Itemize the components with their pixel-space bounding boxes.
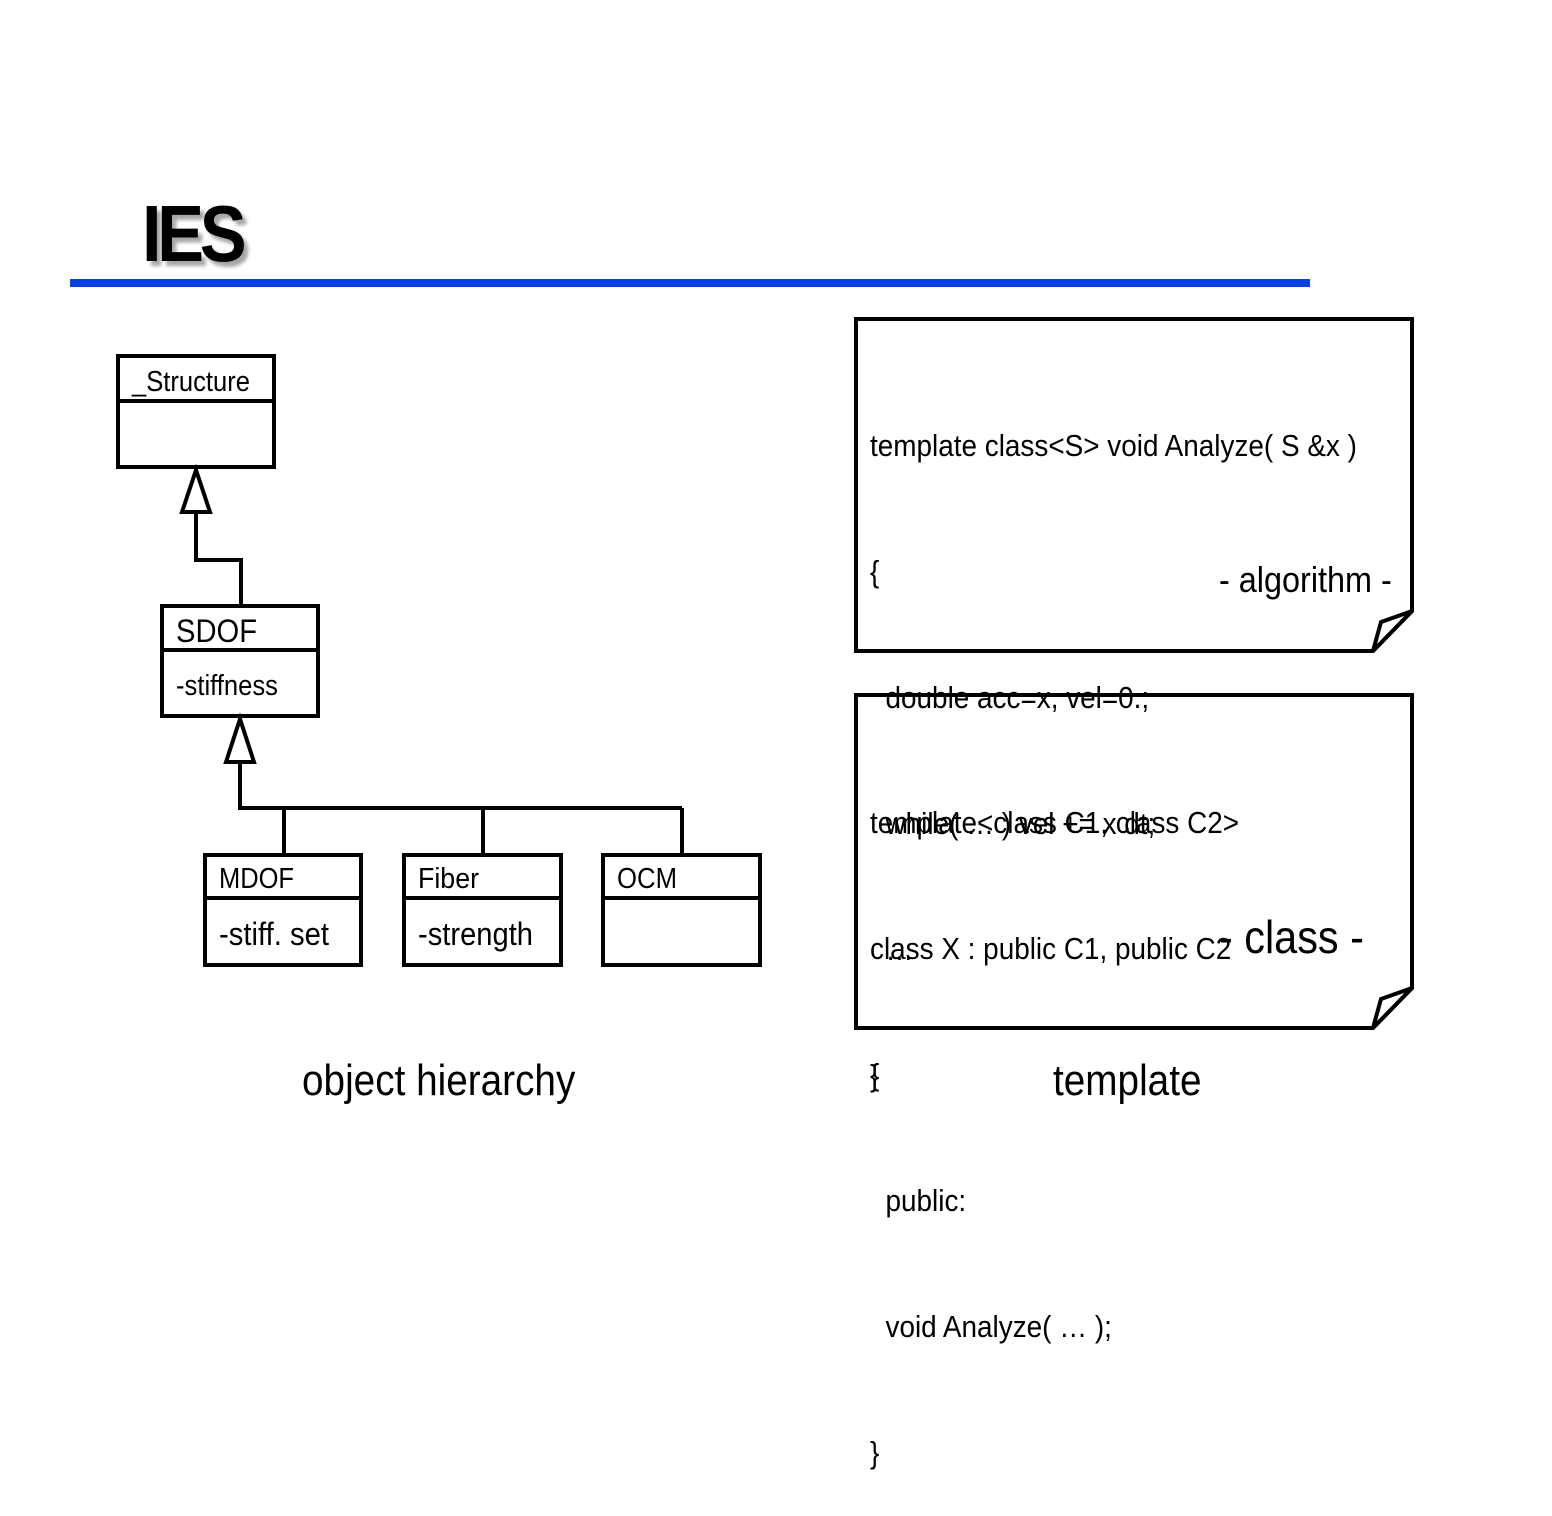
- code-line: }: [870, 1435, 880, 1470]
- class-attr-fiber: -strength: [418, 916, 533, 952]
- class-name-structure: _Structure: [131, 366, 250, 398]
- folded-corner-icon: [1371, 609, 1414, 653]
- code-line: }: [870, 1058, 880, 1093]
- caption-object-hierarchy: object hierarchy: [302, 1056, 576, 1105]
- class-code: template<class C1, class C2> class X : p…: [870, 718, 1239, 1516]
- inheritance-arrow-icon: [223, 712, 257, 764]
- code-line: class X : public C1, public C2: [870, 931, 1232, 966]
- code-line: double acc=x, vel=0.;: [870, 680, 1150, 715]
- inheritance-arrow-icon: [179, 463, 213, 514]
- code-line: {: [870, 554, 880, 589]
- caption-template: template: [1053, 1056, 1202, 1105]
- note-label-class: - class -: [1219, 911, 1364, 963]
- note-label-algorithm: - algorithm -: [1219, 559, 1392, 600]
- folded-corner-icon: [1371, 986, 1414, 1030]
- class-name-ocm: OCM: [617, 863, 677, 895]
- class-box-mdof: [203, 853, 363, 967]
- class-attr-sdof: -stiffness: [176, 670, 278, 702]
- code-line: …: [870, 932, 914, 967]
- inheritance-line-sdof: [194, 512, 243, 606]
- note-algorithm: [854, 317, 1414, 653]
- class-name-fiber: Fiber: [418, 863, 479, 895]
- note-class: [854, 693, 1414, 1030]
- title-underline: [70, 279, 1310, 287]
- code-line: public:: [870, 1183, 967, 1218]
- class-name-sdof: SDOF: [176, 613, 257, 649]
- algorithm-code: template class<S> void Analyze( S &x ) {…: [870, 341, 1357, 1139]
- class-box-ocm: [601, 853, 762, 967]
- class-box-structure: [116, 354, 276, 469]
- slide-title: IES: [142, 189, 247, 278]
- class-attr-mdof: -stiff. set: [219, 916, 329, 952]
- class-name-mdof: MDOF: [219, 863, 294, 895]
- code-line: template class<S> void Analyze( S &x ): [870, 428, 1357, 463]
- code-line: void Analyze( … );: [870, 1309, 1112, 1344]
- inheritance-line-subclasses: [238, 762, 682, 810]
- code-line: {: [870, 1057, 880, 1092]
- code-line: template<class C1, class C2>: [870, 805, 1240, 840]
- code-line: while( … ) vel += x dt;: [870, 806, 1156, 841]
- class-diagram: _Structure SDOF -stiffness MDOF -stiff. …: [116, 317, 1414, 1030]
